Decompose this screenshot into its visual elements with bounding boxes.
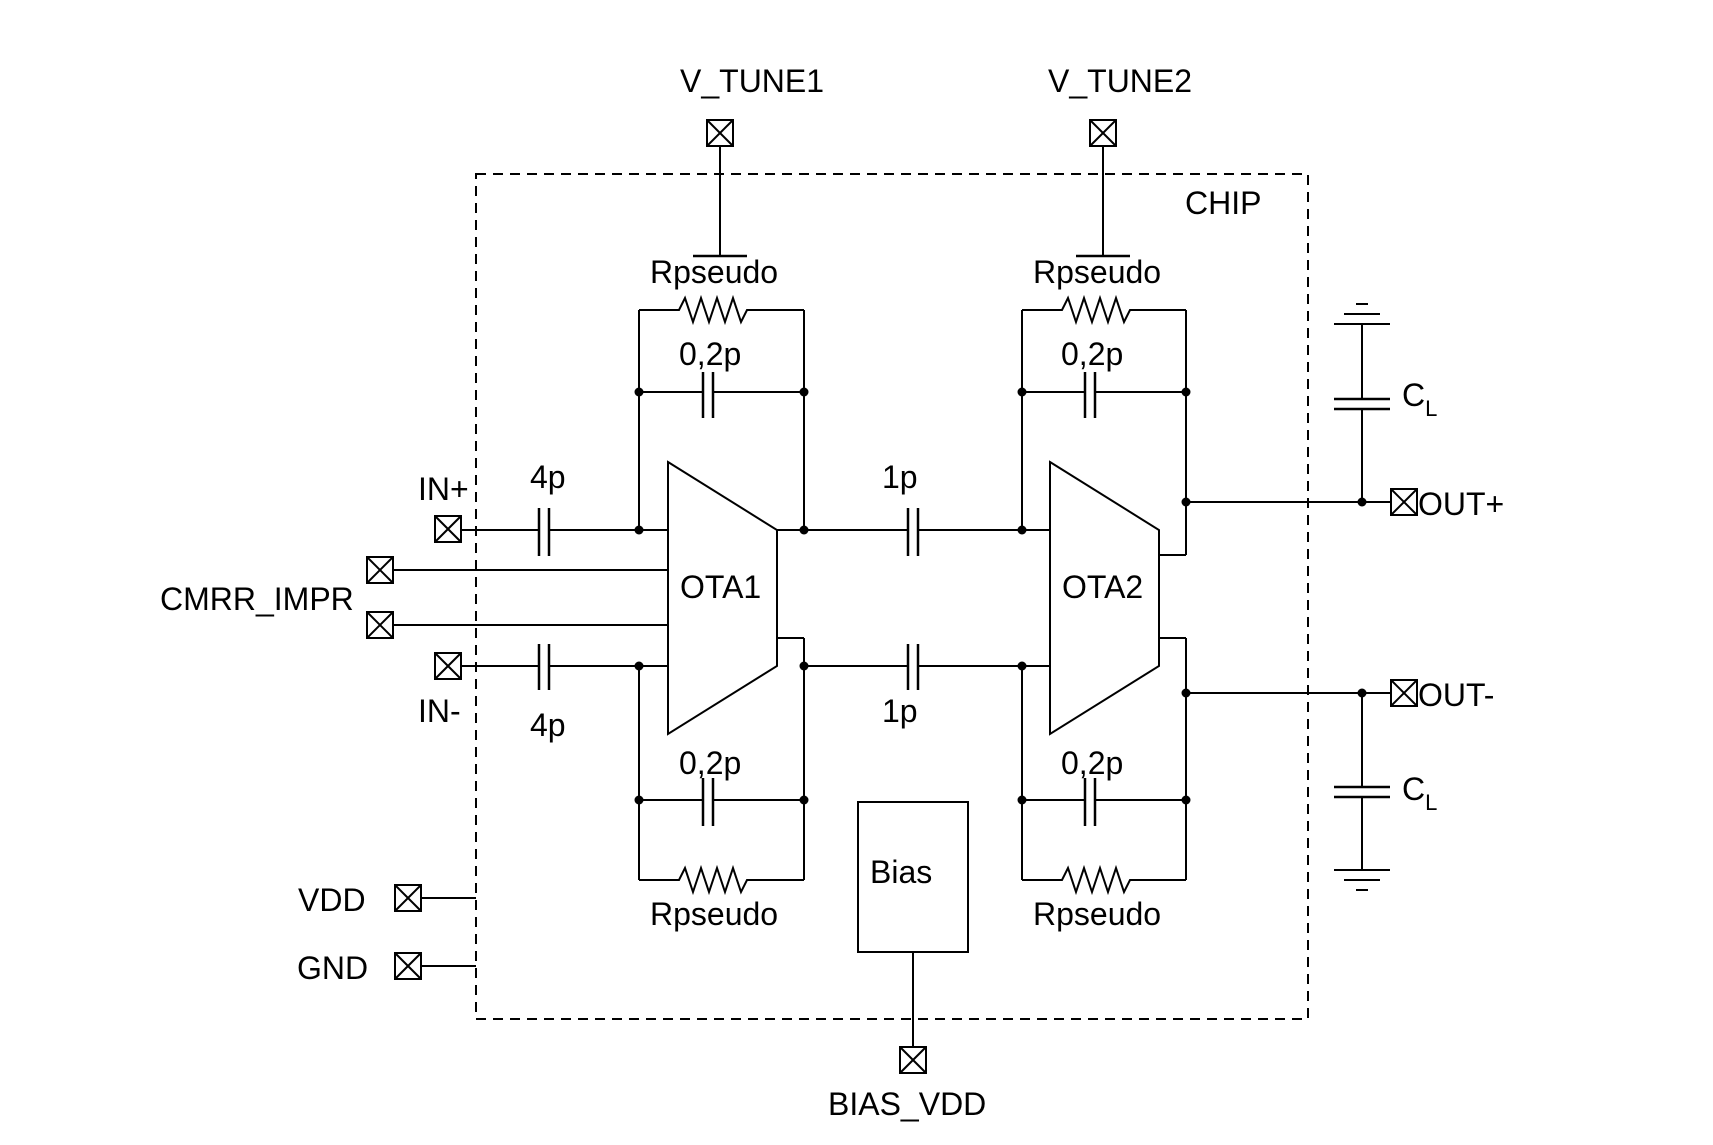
resistor-fb2-bot [1022, 864, 1186, 896]
label-cl-bot: CL [1402, 771, 1437, 815]
pad-cmrr-top [366, 556, 394, 584]
label-r-fb2-bot: Rpseudo [1033, 896, 1161, 932]
pad-out-minus [1390, 679, 1418, 707]
pad-out-plus [1390, 488, 1418, 516]
label-cl-top: CL [1402, 377, 1437, 421]
label-r-fb2-top: Rpseudo [1033, 254, 1161, 290]
label-c-mid-bot: 1p [882, 693, 918, 729]
chip-label: CHIP [1185, 185, 1261, 221]
pad-vdd [394, 884, 422, 912]
label-vdd: VDD [298, 882, 366, 918]
resistor-fb1-top [639, 294, 804, 326]
ota2-label: OTA2 [1062, 569, 1143, 605]
ota2-block [1049, 460, 1160, 736]
capacitor-in-bot [461, 644, 668, 690]
capacitor-mid-top [804, 508, 1022, 556]
label-v-tune1: V_TUNE1 [680, 63, 824, 99]
label-in-minus: IN- [418, 693, 461, 729]
label-gnd: GND [297, 950, 368, 986]
pad-bias-vdd [899, 1046, 927, 1074]
capacitor-fb1-top [639, 372, 804, 418]
ota1-label: OTA1 [680, 569, 761, 605]
label-r-fb1-top: Rpseudo [650, 254, 778, 290]
ground-symbol-top [1334, 303, 1390, 325]
capacitor-fb1-bot [639, 778, 804, 826]
label-in-plus: IN+ [418, 471, 469, 507]
label-cmrr: CMRR_IMPR [160, 581, 354, 617]
label-c-fb1-bot: 0,2p [679, 745, 741, 781]
label-c-in-top: 4p [530, 459, 566, 495]
label-c-in-bot: 4p [530, 707, 566, 743]
pad-v-tune2 [1089, 119, 1117, 147]
capacitor-in-top [461, 508, 668, 556]
label-c-fb1-top: 0,2p [679, 336, 741, 372]
label-c-mid-top: 1p [882, 459, 918, 495]
capacitor-mid-bot [804, 644, 1022, 690]
label-r-fb1-bot: Rpseudo [650, 896, 778, 932]
label-out-plus: OUT+ [1418, 486, 1504, 522]
chip-boundary [475, 173, 1309, 1020]
pad-cmrr-bot [366, 611, 394, 639]
capacitor-fb2-top [1022, 372, 1186, 418]
bias-label: Bias [870, 854, 932, 890]
ground-symbol-bot [1334, 869, 1390, 891]
pad-in-minus [434, 652, 462, 680]
label-c-fb2-bot: 0,2p [1061, 745, 1123, 781]
label-c-fb2-top: 0,2p [1061, 336, 1123, 372]
pad-in-plus [434, 515, 462, 543]
label-bias-vdd: BIAS_VDD [828, 1086, 986, 1122]
label-out-minus: OUT- [1418, 677, 1494, 713]
capacitor-load-top [1334, 324, 1390, 502]
ota1-block [667, 460, 778, 736]
pad-gnd [394, 952, 422, 980]
capacitor-load-bot [1334, 693, 1390, 870]
capacitor-fb2-bot [1022, 778, 1186, 826]
label-v-tune2: V_TUNE2 [1048, 63, 1192, 99]
pad-v-tune1 [706, 119, 734, 147]
resistor-fb1-bot [639, 864, 804, 896]
resistor-fb2-top [1022, 294, 1186, 326]
